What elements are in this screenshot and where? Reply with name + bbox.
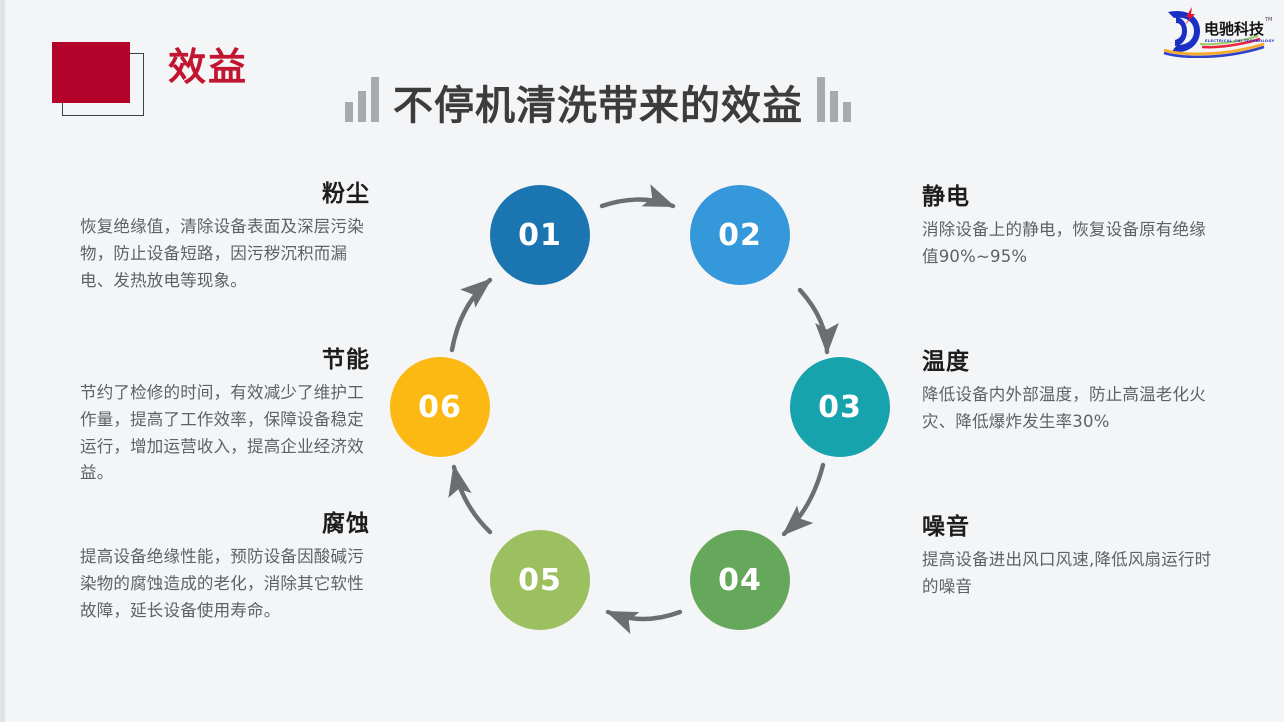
cycle-node-03-number: 03 bbox=[818, 389, 862, 425]
logo-trademark-icon: TM bbox=[1264, 17, 1272, 23]
benefit-body-corrosion: 提高设备绝缘性能，预防设备因酸碱污染物的腐蚀造成的老化，消除其它软性故障，延长设… bbox=[80, 547, 364, 620]
descending-bars-icon bbox=[817, 76, 851, 126]
benefit-block-static-electricity: 静电 消除设备上的静电，恢复设备原有绝缘值90%~95% bbox=[922, 184, 1212, 271]
cycle-node-02[interactable]: 02 bbox=[690, 185, 790, 285]
benefit-block-energy-saving: 节能 节约了检修的时间，有效减少了维护工作量，提高了工作效率，保障设备稳定运行，… bbox=[80, 347, 370, 487]
logo-cn-text: 电驰科技 bbox=[1204, 20, 1265, 38]
cycle-node-04-number: 04 bbox=[718, 562, 762, 598]
logo-en-text: ELECTRICAL CHI TECHNOLOGY bbox=[1205, 39, 1274, 43]
benefit-block-dust: 粉尘 恢复绝缘值，清除设备表面及深层污染物，防止设备短路，因污秽沉积而漏电、发热… bbox=[80, 181, 370, 294]
benefit-body-temperature: 降低设备内外部温度，防止高温老化火灾、降低爆炸发生率30% bbox=[922, 385, 1206, 432]
section-label: 效益 bbox=[168, 44, 249, 89]
benefit-body-dust: 恢复绝缘值，清除设备表面及深层污染物，防止设备短路，因污秽沉积而漏电、发热放电等… bbox=[80, 217, 364, 290]
benefit-block-noise: 噪音 提高设备进出风口风速,降低风扇运行时的噪音 bbox=[922, 514, 1212, 601]
cycle-node-06[interactable]: 06 bbox=[390, 357, 490, 457]
cycle-node-03[interactable]: 03 bbox=[790, 357, 890, 457]
cycle-arrows bbox=[448, 184, 839, 635]
cycle-node-01[interactable]: 01 bbox=[490, 185, 590, 285]
cycle-diagram: 01 02 03 04 05 06 bbox=[380, 160, 910, 660]
benefit-title-energy-saving: 节能 bbox=[322, 347, 370, 373]
page-title: 不停机清洗带来的效益 bbox=[393, 83, 803, 129]
benefit-body-static-electricity: 消除设备上的静电，恢复设备原有绝缘值90%~95% bbox=[922, 220, 1206, 267]
section-badge bbox=[52, 42, 144, 116]
cycle-node-05-number: 05 bbox=[518, 562, 562, 598]
benefit-body-energy-saving: 节约了检修的时间，有效减少了维护工作量，提高了工作效率，保障设备稳定运行，增加运… bbox=[80, 383, 364, 483]
benefit-title-corrosion: 腐蚀 bbox=[322, 511, 370, 537]
benefit-block-corrosion: 腐蚀 提高设备绝缘性能，预防设备因酸碱污染物的腐蚀造成的老化，消除其它软性故障，… bbox=[80, 511, 370, 624]
company-logo: 电驰科技 ELECTRICAL CHI TECHNOLOGY TM bbox=[1156, 4, 1274, 59]
cycle-node-04[interactable]: 04 bbox=[690, 530, 790, 630]
benefit-title-static-electricity: 静电 bbox=[922, 184, 970, 210]
benefit-title-temperature: 温度 bbox=[922, 349, 970, 375]
benefit-block-temperature: 温度 降低设备内外部温度，防止高温老化火灾、降低爆炸发生率30% bbox=[922, 349, 1212, 436]
cycle-node-02-number: 02 bbox=[718, 217, 762, 253]
ascending-bars-icon bbox=[345, 76, 379, 126]
cycle-node-05[interactable]: 05 bbox=[490, 530, 590, 630]
benefit-title-noise: 噪音 bbox=[922, 514, 970, 540]
benefit-title-dust: 粉尘 bbox=[322, 181, 370, 207]
page-left-edge bbox=[0, 0, 6, 722]
title-row: 不停机清洗带来的效益 bbox=[345, 68, 851, 126]
cycle-node-01-number: 01 bbox=[518, 217, 562, 253]
benefit-body-noise: 提高设备进出风口风速,降低风扇运行时的噪音 bbox=[922, 550, 1212, 597]
badge-red-square bbox=[52, 42, 130, 103]
cycle-node-06-number: 06 bbox=[418, 389, 462, 425]
